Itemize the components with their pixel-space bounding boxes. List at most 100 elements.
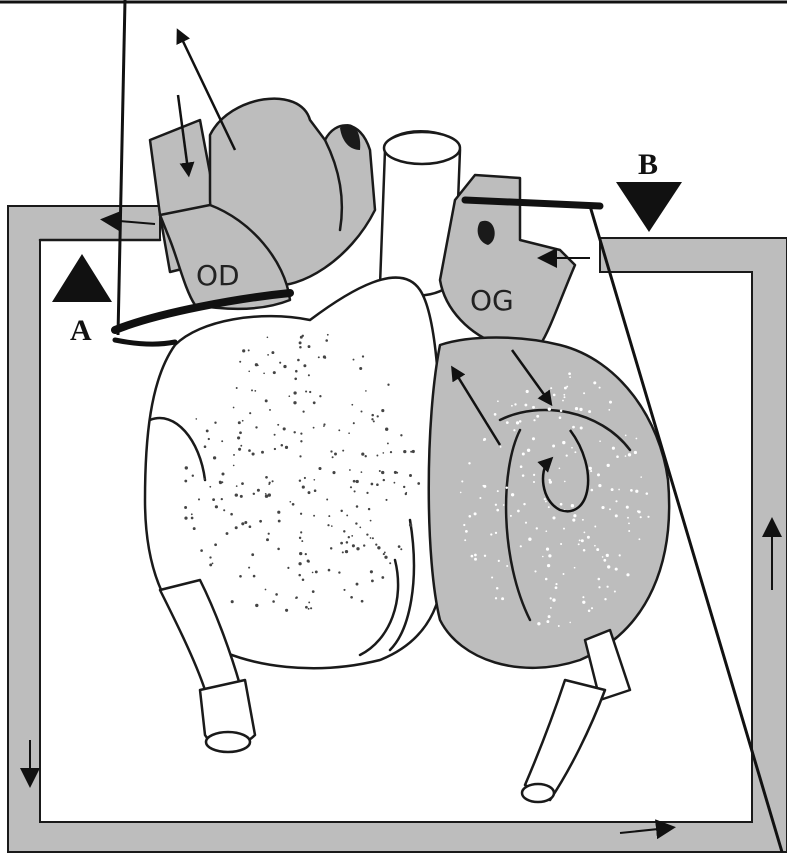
stipple-dot	[460, 492, 462, 494]
stipple-dot	[638, 538, 640, 540]
stipple-dot	[384, 551, 386, 553]
stipple-dot	[350, 596, 353, 599]
stipple-dot	[501, 597, 504, 600]
stipple-dot	[294, 378, 297, 381]
stipple-dot	[372, 537, 374, 539]
stipple-dot	[526, 390, 529, 393]
stipple-dot	[219, 481, 222, 484]
stipple-dot	[300, 336, 303, 339]
stipple-dot	[566, 386, 568, 388]
stipple-dot	[468, 462, 470, 464]
stipple-dot	[272, 600, 275, 603]
stipple-dot	[615, 500, 617, 502]
stipple-dot	[242, 420, 244, 422]
stipple-dot	[398, 545, 401, 548]
stipple-dot	[548, 408, 551, 411]
stipple-dot	[417, 482, 420, 485]
stipple-dot	[318, 467, 321, 470]
stipple-dot	[465, 530, 468, 533]
stipple-dot	[371, 483, 374, 486]
stipple-dot	[542, 556, 544, 558]
stipple-dot	[293, 431, 295, 433]
stipple-dot	[248, 349, 250, 351]
stipple-dot	[233, 407, 235, 409]
stipple-dot	[285, 609, 288, 612]
stipple-dot	[403, 486, 405, 488]
stipple-dot	[238, 421, 241, 424]
stipple-dot	[375, 544, 377, 546]
stipple-dot	[545, 578, 548, 581]
stipple-dot	[314, 489, 317, 492]
stipple-dot	[293, 391, 296, 394]
stipple-dot	[545, 530, 547, 532]
stipple-dot	[579, 408, 582, 411]
stipple-dot	[283, 427, 286, 430]
stipple-dot	[298, 562, 301, 565]
stipple-dot	[558, 625, 560, 627]
stipple-dot	[544, 498, 546, 500]
stipple-dot	[354, 490, 356, 492]
stipple-dot	[253, 493, 255, 495]
stipple-dot	[356, 583, 359, 586]
stipple-dot	[548, 615, 551, 618]
stipple-dot	[625, 455, 627, 457]
stipple-dot	[601, 506, 604, 509]
stipple-dot	[254, 390, 256, 392]
stipple-dot	[352, 544, 355, 547]
stipple-dot	[285, 446, 288, 449]
stipple-dot	[238, 448, 241, 451]
stipple-dot	[338, 429, 340, 431]
stipple-dot	[379, 470, 381, 472]
stipple-dot	[299, 537, 301, 539]
stipple-dot	[580, 426, 583, 429]
stipple-dot	[500, 446, 502, 448]
stipple-dot	[381, 471, 384, 474]
stipple-dot	[596, 548, 599, 551]
stipple-dot	[312, 572, 314, 574]
stipple-dot	[295, 370, 298, 373]
stipple-dot	[522, 474, 525, 477]
stipple-dot	[563, 528, 565, 530]
stipple-dot	[495, 597, 497, 599]
stipple-dot	[589, 467, 592, 470]
stipple-dot	[299, 479, 301, 481]
stipple-dot	[305, 553, 307, 555]
stipple-dot	[208, 438, 210, 440]
stipple-dot	[353, 480, 356, 483]
stipple-dot	[240, 445, 242, 447]
stipple-dot	[594, 526, 596, 528]
stipple-dot	[400, 434, 402, 436]
stipple-dot	[293, 401, 296, 404]
stipple-dot	[184, 506, 187, 509]
stipple-dot	[300, 433, 302, 435]
stipple-dot	[340, 542, 343, 545]
stipple-dot	[616, 455, 619, 458]
stipple-dot	[313, 427, 315, 429]
stipple-dot	[206, 429, 209, 432]
stipple-dot	[209, 556, 211, 558]
stipple-dot	[269, 409, 271, 411]
stipple-dot	[277, 548, 280, 551]
stipple-dot	[548, 554, 551, 557]
stipple-dot	[359, 527, 361, 529]
stipple-dot	[389, 562, 391, 564]
stipple-dot	[241, 482, 244, 485]
stipple-dot	[370, 537, 372, 539]
stipple-dot	[560, 543, 562, 545]
stipple-dot	[609, 508, 611, 510]
stipple-dot	[221, 440, 223, 442]
stipple-dot	[193, 527, 196, 530]
stipple-dot	[583, 531, 585, 533]
stipple-dot	[552, 445, 555, 448]
stipple-dot	[353, 359, 355, 361]
stipple-dot	[528, 538, 531, 541]
stipple-dot	[366, 492, 368, 494]
stipple-dot	[412, 450, 415, 453]
stipple-dot	[403, 450, 406, 453]
stipple-dot	[582, 596, 584, 598]
stipple-dot	[325, 339, 328, 342]
stipple-dot	[253, 575, 256, 578]
stipple-dot	[573, 514, 576, 517]
stipple-dot	[328, 569, 331, 572]
stipple-dot	[370, 570, 373, 573]
